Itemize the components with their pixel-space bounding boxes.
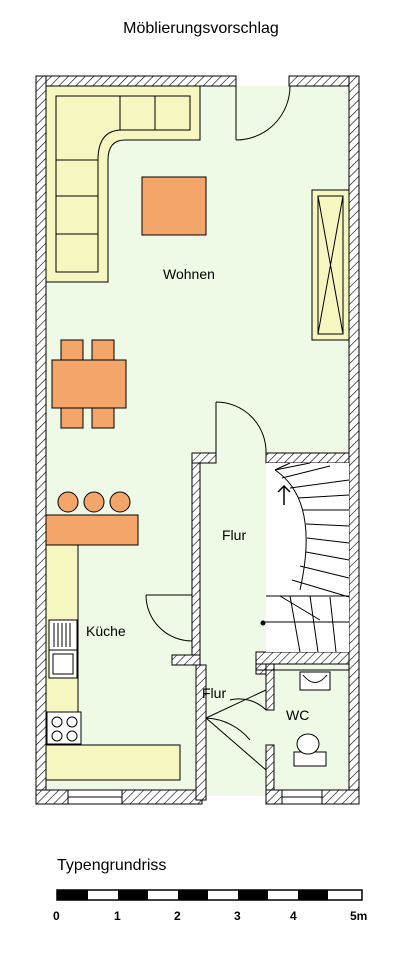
label-flur-upper: Flur <box>222 527 246 543</box>
interior-doors <box>145 401 267 771</box>
windows <box>67 789 323 805</box>
scale-tick-0: 0 <box>53 909 60 923</box>
plan-caption: Typengrundriss <box>57 857 167 874</box>
label-flur-lower: Flur <box>202 685 226 701</box>
kitchen-counter <box>45 544 181 781</box>
scale-tick-5: 5m <box>350 909 367 923</box>
label-kueche: Küche <box>86 623 126 639</box>
interior-walls <box>171 452 350 801</box>
scale-tick-4: 4 <box>290 909 297 923</box>
entrance-door <box>235 85 291 141</box>
dining-table <box>51 339 127 429</box>
label-wohnen: Wohnen <box>163 266 215 282</box>
bar-counter <box>45 491 139 546</box>
exterior-walls <box>35 75 360 805</box>
scale-bar: 0 1 2 3 4 5m <box>53 889 367 923</box>
wc-fixtures <box>293 671 331 767</box>
shaft <box>255 663 350 671</box>
staircase <box>260 462 350 653</box>
sofa <box>45 85 201 283</box>
sideboard <box>311 189 350 341</box>
plan-title: Möblierungsvorschlag <box>123 20 279 37</box>
scale-tick-3: 3 <box>234 909 241 923</box>
scale-tick-2: 2 <box>174 909 181 923</box>
label-wc: WC <box>286 707 309 723</box>
coffee-table <box>141 176 207 236</box>
scale-tick-1: 1 <box>114 909 121 923</box>
